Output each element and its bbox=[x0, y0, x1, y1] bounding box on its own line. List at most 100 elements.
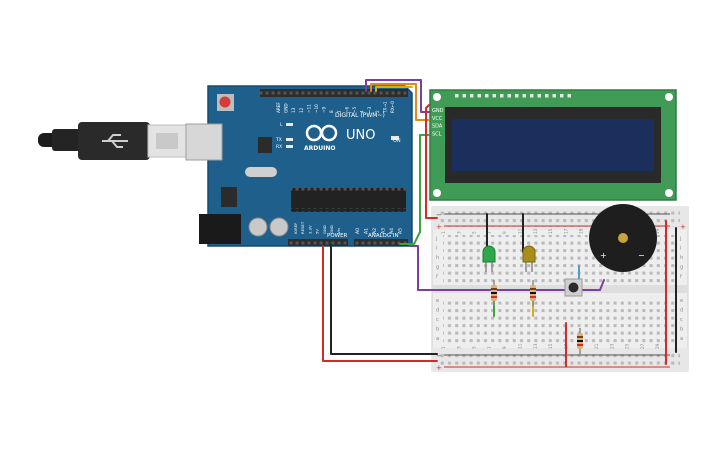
breadboard-column-number: 15 bbox=[548, 228, 553, 234]
breadboard-column-number: 27 bbox=[640, 343, 645, 349]
power-pin-label: GND bbox=[329, 225, 334, 234]
wires[interactable] bbox=[322, 79, 677, 367]
on-label: ON bbox=[393, 138, 401, 144]
rail-plus-label-right: + bbox=[680, 223, 686, 231]
analog-pin-label: A2 bbox=[372, 228, 378, 234]
resistor-3[interactable] bbox=[577, 328, 583, 356]
breadboard-column-number: 17 bbox=[563, 228, 568, 234]
buzzer-plus-label: + bbox=[600, 251, 607, 260]
usb-icon bbox=[102, 134, 128, 148]
led-l-indicator bbox=[286, 123, 293, 126]
power-jack bbox=[199, 214, 241, 244]
wire-yellow-top[interactable] bbox=[375, 86, 413, 92]
breadboard-row-label: i bbox=[436, 246, 437, 252]
lcd-connector-dots bbox=[455, 94, 571, 98]
digital-pin-label: ~6 bbox=[344, 106, 349, 113]
digital-pin-label: ~9 bbox=[322, 106, 327, 113]
digital-pin-label: ~3 bbox=[367, 106, 372, 113]
breadboard-column-number: 3 bbox=[456, 346, 461, 349]
analog-pin-label: A1 bbox=[364, 228, 370, 234]
breadboard-column-number: 1 bbox=[441, 346, 446, 349]
crystal bbox=[245, 167, 277, 177]
breadboard-row-label: j bbox=[679, 236, 681, 242]
pushbutton[interactable] bbox=[564, 278, 583, 297]
breadboard-column-number: 7 bbox=[487, 346, 492, 349]
reset-button[interactable] bbox=[219, 96, 231, 108]
arduino-brand-label: ARDUINO bbox=[304, 145, 335, 152]
arduino-uno-board[interactable]: ARDUINO UNO DIGITAL (PWM~) POWER ANALOG … bbox=[185, 85, 413, 247]
wire-purple-top[interactable] bbox=[365, 79, 430, 113]
digital-pin-label: ~10 bbox=[314, 104, 319, 113]
piezo-buzzer[interactable]: + − bbox=[589, 204, 657, 272]
breadboard-column-number: 5 bbox=[472, 346, 477, 349]
breadboard-row-label: b bbox=[436, 327, 439, 333]
power-pin-label: RESET bbox=[300, 221, 305, 234]
led-tx-indicator bbox=[286, 138, 293, 141]
analog-header-label: ANALOG IN bbox=[368, 233, 399, 239]
lcd-connector-pin bbox=[492, 94, 496, 98]
power-pin-label: 5V bbox=[315, 229, 320, 234]
buzzer-minus-label: − bbox=[638, 251, 645, 260]
breadboard-column-number: 5 bbox=[472, 231, 477, 234]
breadboard-row-label: b bbox=[680, 327, 683, 333]
breadboard-column-number: 1 bbox=[441, 231, 446, 234]
breadboard-column-number: 13 bbox=[533, 228, 538, 234]
digital-pin-label: 2 bbox=[375, 110, 380, 113]
rail-minus-label-bottom: − bbox=[436, 352, 442, 360]
breadboard-column-number: 23 bbox=[609, 343, 614, 349]
wire-gnd-black[interactable] bbox=[330, 245, 438, 355]
breadboard-row-label: c bbox=[436, 317, 439, 323]
capacitor-1 bbox=[248, 217, 268, 237]
digital-pin-label: TX→1 bbox=[382, 101, 387, 114]
power-pin-label: IOREF bbox=[293, 223, 298, 234]
rail-minus-label: − bbox=[436, 211, 442, 219]
power-pin-label: Vin bbox=[336, 227, 341, 234]
analog-pin-label: A4 bbox=[389, 228, 395, 234]
arduino-logo-icon bbox=[305, 124, 338, 142]
usb-b-port bbox=[185, 123, 223, 161]
rx-label: RX bbox=[276, 144, 282, 150]
digital-pin-label: 13 bbox=[291, 107, 296, 113]
wire-purple-button[interactable] bbox=[409, 245, 605, 291]
wire-lcd-gnd-red[interactable] bbox=[425, 104, 438, 219]
lcd-connector-pin bbox=[455, 94, 459, 98]
resistor-2[interactable] bbox=[530, 280, 536, 306]
resistor-1[interactable] bbox=[491, 280, 497, 306]
wire-orange-top[interactable] bbox=[370, 83, 430, 121]
breadboard-column-number: 29 bbox=[655, 228, 660, 234]
lcd-connector-pin bbox=[522, 94, 526, 98]
lcd-connector-pin bbox=[477, 94, 481, 98]
lcd-connector-pin bbox=[500, 94, 504, 98]
led-green[interactable] bbox=[482, 245, 496, 272]
wire-green-scl[interactable] bbox=[399, 134, 430, 245]
breadboard-column-number: 3 bbox=[456, 231, 461, 234]
breadboard-row-label: a bbox=[680, 336, 683, 342]
digital-header-label: DIGITAL (PWM~) bbox=[335, 112, 385, 119]
breadboard-column-number: 21 bbox=[594, 343, 599, 349]
digital-pin-label: AREF bbox=[276, 102, 281, 113]
regulator-chip bbox=[221, 187, 237, 207]
breadboard-column-number: 13 bbox=[533, 343, 538, 349]
usb-cable[interactable] bbox=[38, 122, 187, 160]
breadboard-row-label: c bbox=[680, 317, 683, 323]
digital-pin-label: 7 bbox=[337, 110, 342, 113]
led-yellow[interactable] bbox=[522, 245, 536, 272]
breadboard-column-number: 11 bbox=[518, 228, 523, 234]
usb-chip bbox=[258, 137, 272, 153]
power-pin-label: GND bbox=[322, 225, 327, 234]
analog-pin-label: A0 bbox=[355, 228, 361, 234]
breadboard-column-number: 7 bbox=[487, 231, 492, 234]
breadboard-row-label: e bbox=[680, 298, 683, 304]
power-header-label: POWER bbox=[327, 233, 348, 239]
lcd-pin-label: GND bbox=[432, 108, 444, 114]
breadboard-row-label: d bbox=[436, 308, 439, 314]
digital-pin-label: 12 bbox=[299, 107, 304, 113]
breadboard-column-number: 25 bbox=[625, 343, 630, 349]
breadboard-column-number: 11 bbox=[518, 343, 523, 349]
wire-5v-red[interactable] bbox=[322, 245, 438, 362]
